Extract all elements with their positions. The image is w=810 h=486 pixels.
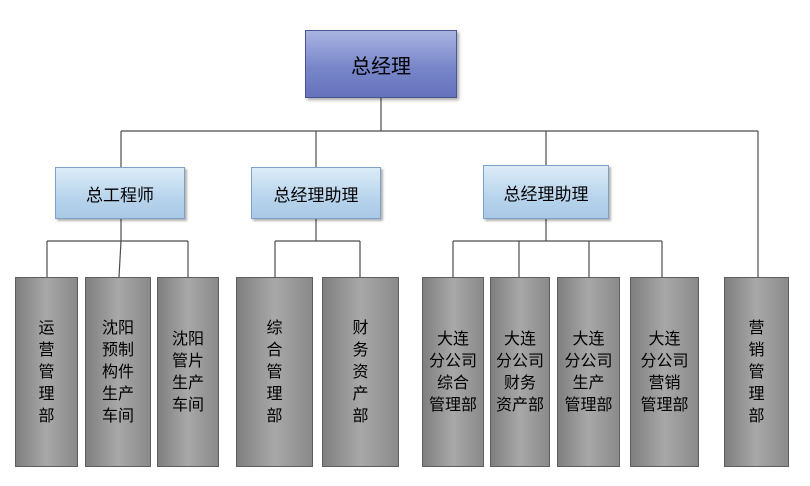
- department-node-shenyang-segment[interactable]: 沈阳 管片 生产 车间: [157, 277, 219, 467]
- general-manager-node[interactable]: 总经理: [305, 30, 457, 98]
- department-label: 沈阳 管片 生产 车间: [171, 329, 204, 414]
- department-node-operations[interactable]: 运 营 管 理 部: [15, 277, 78, 467]
- department-node-dalian-admin[interactable]: 大连 分公司 综合 管理部: [422, 277, 484, 467]
- department-label: 大连 分公司 营销 管理部: [640, 329, 689, 414]
- department-node-dalian-finance[interactable]: 大连 分公司 财务 资产部: [490, 277, 550, 467]
- assistant-manager-node-left[interactable]: 总经理助理: [251, 167, 381, 219]
- department-label: 财 务 资 产 部: [352, 318, 369, 425]
- department-node-finance[interactable]: 财 务 资 产 部: [322, 277, 399, 467]
- assistant-manager-node-right[interactable]: 总经理助理: [483, 165, 609, 219]
- general-manager-label: 总经理: [351, 53, 411, 78]
- department-node-dalian-marketing[interactable]: 大连 分公司 营销 管理部: [630, 277, 699, 467]
- department-label: 大连 分公司 生产 管理部: [564, 329, 613, 414]
- department-label: 沈阳 预制 构件 生产 车间: [101, 318, 134, 425]
- department-node-shenyang-precast[interactable]: 沈阳 预制 构件 生产 车间: [85, 277, 151, 467]
- department-node-dalian-production[interactable]: 大连 分公司 生产 管理部: [557, 277, 620, 467]
- department-label: 运 营 管 理 部: [38, 318, 55, 425]
- chief-engineer-node[interactable]: 总工程师: [55, 167, 185, 219]
- department-node-marketing[interactable]: 营 销 管 理 部: [724, 277, 789, 467]
- department-label: 综 合 管 理 部: [266, 318, 283, 425]
- assistant-manager-label-right: 总经理助理: [503, 184, 589, 205]
- assistant-manager-label-left: 总经理助理: [273, 185, 359, 206]
- chief-engineer-label: 总工程师: [86, 185, 154, 206]
- department-label: 大连 分公司 综合 管理部: [428, 329, 477, 414]
- department-node-general-admin[interactable]: 综 合 管 理 部: [236, 277, 313, 467]
- department-label: 营 销 管 理 部: [748, 318, 765, 425]
- department-label: 大连 分公司 财务 资产部: [495, 329, 544, 414]
